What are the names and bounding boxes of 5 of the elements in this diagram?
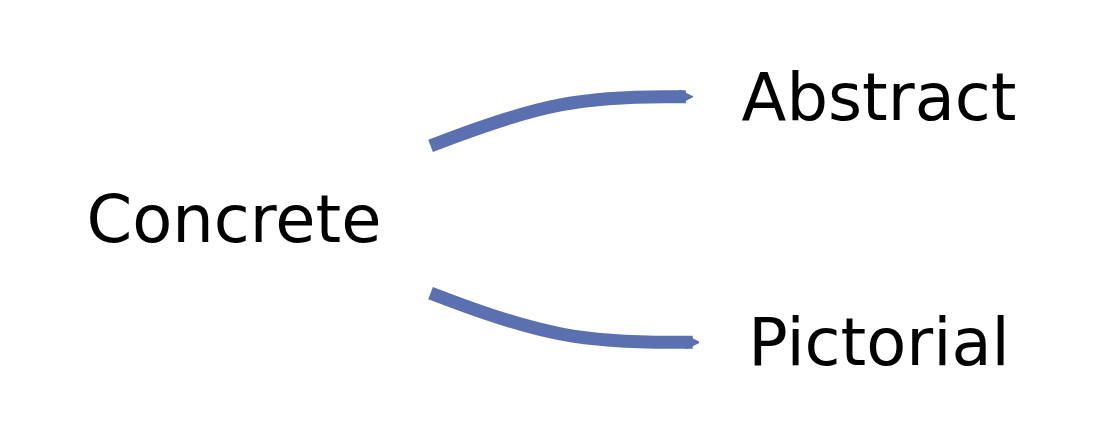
node-text: Concrete	[86, 181, 382, 258]
node-text: Abstract	[741, 59, 1017, 135]
arrow	[428, 287, 700, 350]
node-text: Pictorial	[748, 304, 1010, 380]
arrow	[428, 89, 694, 152]
